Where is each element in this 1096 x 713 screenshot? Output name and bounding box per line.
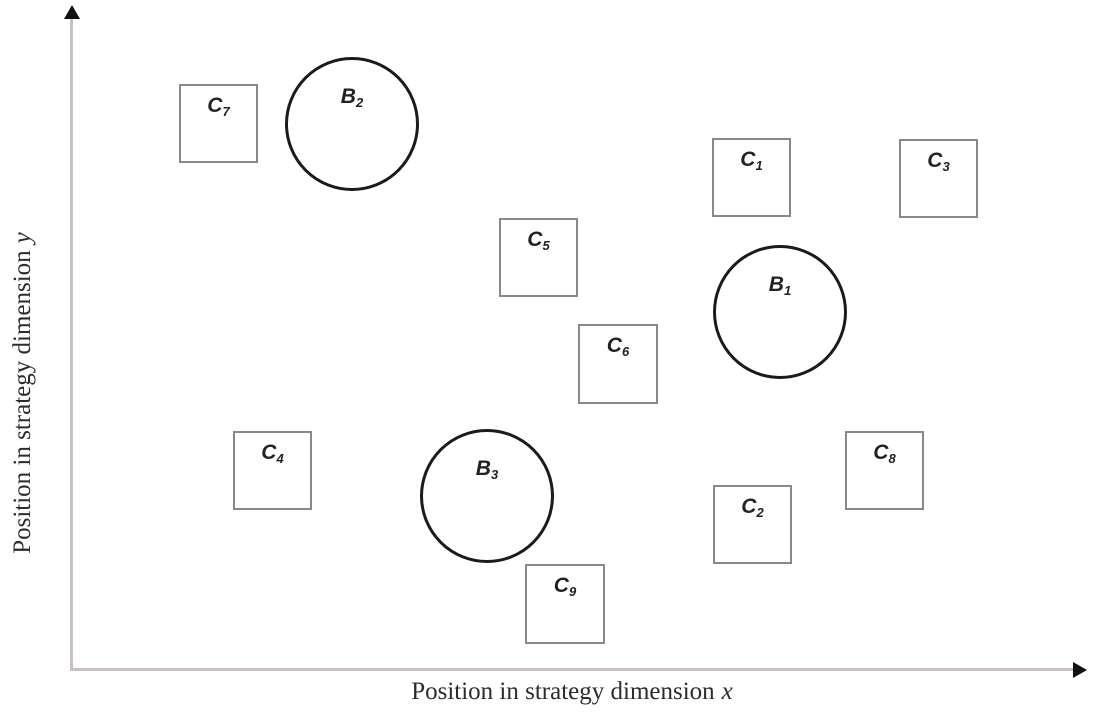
square-C5: C5: [499, 218, 578, 297]
y-axis-label: Position in strategy dimension y: [9, 232, 37, 554]
square-C8: C8: [845, 431, 924, 510]
node-label-C5: C5: [527, 228, 550, 253]
square-C4: C4: [233, 431, 312, 510]
node-label-B2: B2: [340, 85, 364, 110]
square-C7: C7: [179, 84, 258, 163]
y-axis-line: [70, 16, 73, 670]
y-axis-variable: y: [9, 232, 36, 244]
node-label-B1: B1: [768, 273, 792, 298]
square-C2: C2: [713, 485, 792, 564]
x-axis-variable: x: [721, 678, 733, 705]
x-axis-label-text: Position in strategy dimension: [411, 678, 715, 705]
node-label-C2: C2: [741, 495, 764, 520]
square-C1: C1: [712, 138, 791, 217]
circle-B2: B2: [285, 57, 419, 191]
node-label-C1: C1: [740, 148, 763, 173]
node-label-C3: C3: [927, 149, 950, 174]
y-axis-arrow-icon: [64, 5, 80, 19]
square-C6: C6: [578, 324, 658, 404]
y-axis-label-text: Position in strategy dimension: [9, 250, 36, 554]
node-label-C7: C7: [207, 94, 230, 119]
x-axis-line: [70, 668, 1075, 671]
node-label-C8: C8: [873, 441, 896, 466]
node-label-C9: C9: [553, 574, 577, 599]
square-C3: C3: [899, 139, 978, 218]
node-label-B3: B3: [475, 457, 499, 482]
square-C9: C9: [525, 564, 605, 644]
node-label-C4: C4: [261, 441, 284, 466]
circle-B1: B1: [713, 245, 847, 379]
node-label-C6: C6: [606, 334, 630, 359]
x-axis-arrow-icon: [1073, 662, 1087, 678]
circle-B3: B3: [420, 429, 554, 563]
